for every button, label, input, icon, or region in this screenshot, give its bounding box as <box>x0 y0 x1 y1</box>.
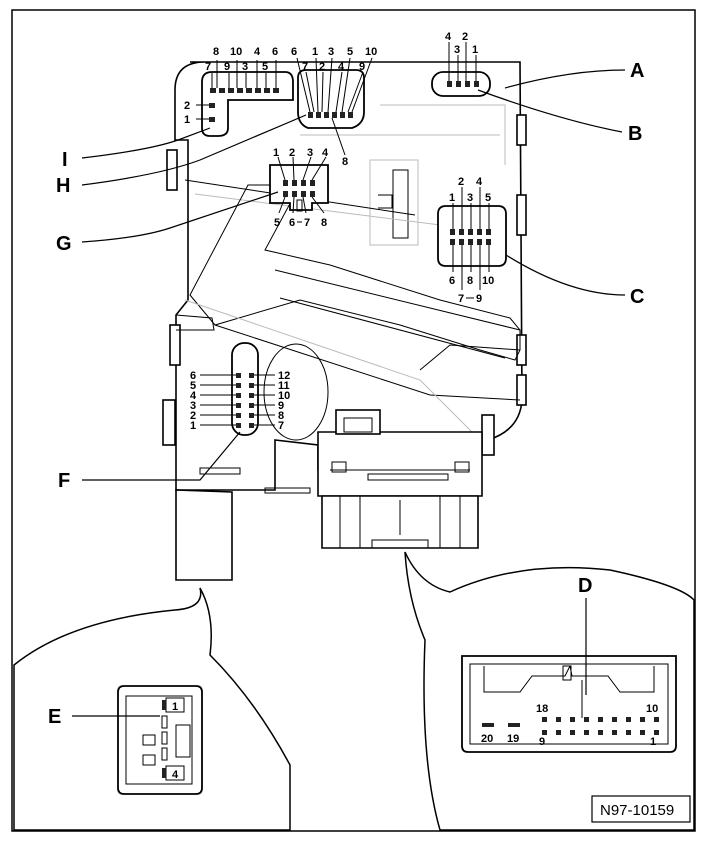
connector-H-pin-label: 3 <box>328 46 334 58</box>
connector-C-pin-label: 2 <box>458 176 464 188</box>
callout-I: I <box>62 149 68 171</box>
connector-F-pin-label: 8 <box>278 410 284 422</box>
connector-D-pin-label: 10 <box>646 703 658 715</box>
connector-D-pin-label: 1 <box>650 736 656 748</box>
connector-I-pin-label: 5 <box>262 61 268 73</box>
connector-F-pins <box>236 373 254 428</box>
connector-B-pin-label: 3 <box>454 44 460 56</box>
connector-D-pins <box>482 717 659 735</box>
connector-D-pin-label: 19 <box>507 733 519 745</box>
connector-F-pin-label: 1 <box>190 420 196 432</box>
connector-D-pin-label: 20 <box>481 733 493 745</box>
connector-H-pin-label: 8 <box>342 156 348 168</box>
connector-F-pin-label: 7 <box>278 420 284 432</box>
connector-C: 2 4 1 3 5 6 8 10 7 9 <box>437 176 507 305</box>
connector-H-pin-label: 2 <box>319 61 325 73</box>
connector-D-pin-label: 18 <box>536 703 548 715</box>
connector-C-pin-label: 10 <box>482 275 494 287</box>
connector-G: 1 2 3 4 5 6 7 8 <box>269 147 329 229</box>
connector-H-pin-label: 5 <box>347 46 353 58</box>
connector-C-pin-label: 3 <box>467 192 473 204</box>
connector-F-pin-label: 10 <box>278 390 290 402</box>
connector-F-pin-label: 6 <box>190 370 196 382</box>
connector-G-pin-label: 3 <box>307 147 313 159</box>
callout-H: H <box>56 175 70 197</box>
connector-F-pin-label: 11 <box>278 380 290 392</box>
connector-F-pin-label: 2 <box>190 410 196 422</box>
connector-G-pin-label: 7 <box>304 217 310 229</box>
callout-A: A <box>630 60 644 82</box>
connector-E-detail: 1 4 <box>117 685 203 795</box>
connector-G-pin-label: 8 <box>321 217 327 229</box>
connector-I-pin-label: 3 <box>242 61 248 73</box>
connector-B-pin-label: 1 <box>472 44 478 56</box>
connector-F-pin-label: 12 <box>278 370 290 382</box>
connector-I-pins <box>209 88 279 122</box>
control-unit-housing <box>162 61 527 581</box>
callout-G: G <box>56 233 72 255</box>
connector-D-pin-label: 9 <box>539 736 545 748</box>
connector-B-pin-label: 2 <box>462 31 468 43</box>
connector-H: 6 1 3 5 10 7 2 4 9 8 <box>291 46 377 168</box>
connector-F-pin-label: 5 <box>190 380 196 392</box>
connector-C-pin-label: 4 <box>476 176 483 188</box>
connector-G-pin-label: 1 <box>273 147 279 159</box>
callout-leaders <box>72 69 626 717</box>
figure-reference: N97-10159 <box>600 802 674 819</box>
callout-D: D <box>578 575 592 597</box>
connector-G-pin-label: 6 <box>289 217 295 229</box>
connector-H-pin-label: 6 <box>291 46 297 58</box>
callout-C: C <box>630 286 644 308</box>
connector-H-pin-label: 7 <box>302 61 308 73</box>
callout-E: E <box>48 706 61 728</box>
connector-I: 8 10 4 6 7 9 3 5 2 1 <box>184 46 294 137</box>
connector-B-pin-label: 4 <box>445 31 452 43</box>
connector-B: 4 2 3 1 <box>431 31 491 97</box>
connector-H-pin-label: 10 <box>365 46 377 58</box>
connector-C-pin-label: 7 <box>458 293 464 305</box>
connector-I-pin-label: 10 <box>230 46 242 58</box>
figure-reference-box <box>591 795 691 823</box>
connector-H-pins <box>308 112 353 118</box>
connector-D-housing <box>317 409 483 549</box>
connector-H-pin-label: 1 <box>312 46 318 58</box>
connector-G-pin-label: 2 <box>289 147 295 159</box>
connector-I-pin-label: 2 <box>184 100 190 112</box>
connector-C-pin-label: 9 <box>476 293 482 305</box>
connector-I-pin-label: 8 <box>213 46 219 58</box>
connector-F-pin-label: 3 <box>190 400 196 412</box>
connector-C-pin-label: 5 <box>485 192 491 204</box>
connector-I-pin-label: 6 <box>272 46 278 58</box>
connector-D-detail: 18 10 20 19 9 1 <box>461 655 677 753</box>
connector-G-pin-label: 4 <box>322 147 329 159</box>
callout-B: B <box>628 123 642 145</box>
connector-I-pin-label: 1 <box>184 114 190 126</box>
connector-F-pin-label: 9 <box>278 400 284 412</box>
connector-H-pin-label: 4 <box>338 61 345 73</box>
connector-C-pin-label: 6 <box>449 275 455 287</box>
callout-F: F <box>58 470 70 492</box>
connector-I-pin-label: 4 <box>254 46 261 58</box>
connector-I-pin-label: 9 <box>224 61 230 73</box>
connector-F-pin-label: 4 <box>190 390 197 402</box>
connector-E-pin-label: 1 <box>172 701 178 713</box>
connector-C-pin-label: 8 <box>467 275 473 287</box>
connector-F: 6 5 4 3 2 1 12 11 10 9 8 7 <box>190 342 290 436</box>
connector-G-pin-label: 5 <box>274 217 280 229</box>
connector-C-pin-label: 1 <box>449 192 455 204</box>
figure-frame <box>11 9 696 832</box>
connector-E-pin-label: 4 <box>172 769 179 781</box>
connector-H-pin-label: 9 <box>359 61 365 73</box>
connector-I-pin-label: 7 <box>205 61 211 73</box>
